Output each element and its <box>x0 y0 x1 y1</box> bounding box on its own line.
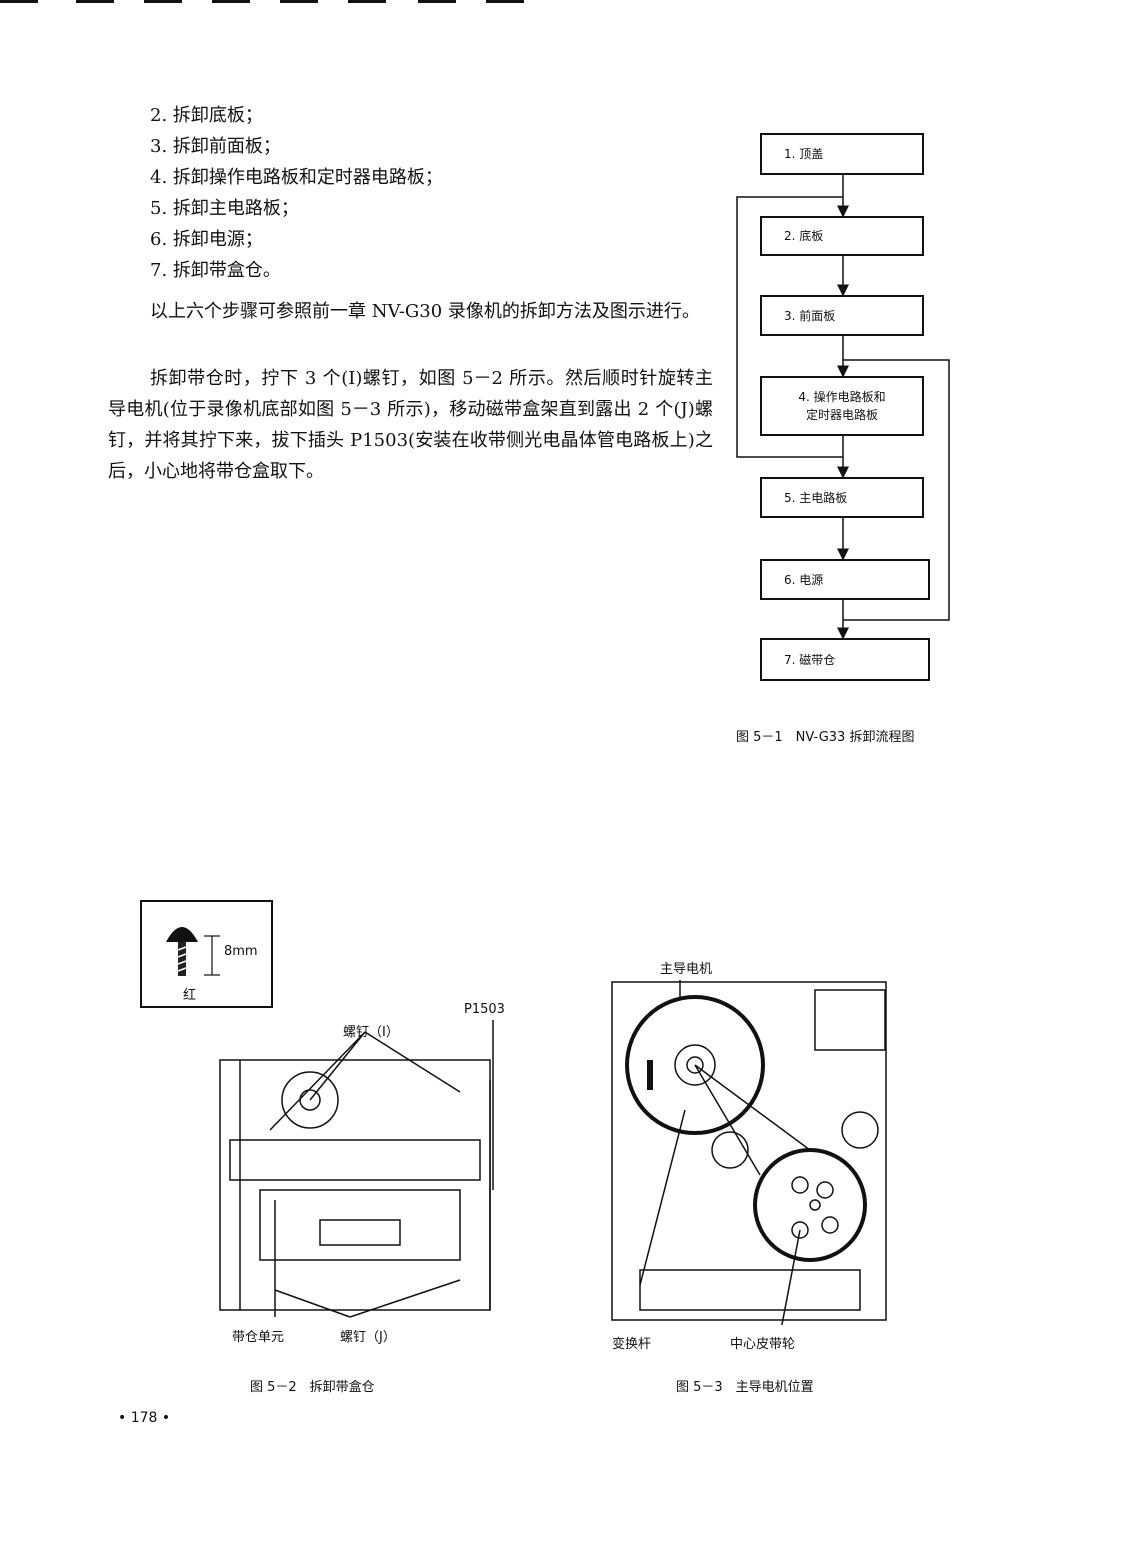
step-list: 2. 拆卸底板； 3. 拆卸前面板； 4. 拆卸操作电路板和定时器电路板； 5.… <box>150 100 443 286</box>
screw-i-label: 螺钉（I） <box>343 1025 399 1040</box>
flow-box-control-boards: 4. 操作电路板和 定时器电路板 <box>760 376 924 436</box>
screw-color-label: 红 <box>183 988 197 1003</box>
paragraph-reference: 以上六个步骤可参照前一章 NV-G30 录像机的拆卸方法及图示进行。 <box>150 301 700 322</box>
top-scan-marks <box>0 0 530 4</box>
screw-j-label: 螺钉（J） <box>340 1330 396 1345</box>
step-item: 3. 拆卸前面板； <box>150 136 281 157</box>
step-item: 5. 拆卸主电路板； <box>150 198 299 219</box>
screw-icon <box>166 927 220 976</box>
capstan-motor-drawing <box>611 980 887 1325</box>
step-item: 7. 拆卸带盒仓。 <box>150 260 281 281</box>
flow-box-control-line2: 定时器电路板 <box>805 408 878 422</box>
flow-box-front-panel: 3. 前面板 <box>760 295 924 336</box>
figure-5-3-caption: 图 5－3 主导电机位置 <box>676 1380 814 1395</box>
page-number: • 178 • <box>118 1410 171 1426</box>
flow-box-control-line1: 4. 操作电路板和 <box>798 390 886 404</box>
figure-5-2-caption: 图 5－2 拆卸带盒仓 <box>250 1380 375 1395</box>
step-item: 2. 拆卸底板； <box>150 105 263 126</box>
flow-box-power: 6. 电源 <box>760 559 930 600</box>
capstan-motor-label: 主导电机 <box>660 962 713 977</box>
cassette-bay-drawing <box>219 1020 494 1318</box>
screw-size-label: 8mm <box>224 944 258 959</box>
step-item: 6. 拆卸电源； <box>150 229 263 250</box>
p1503-label: P1503 <box>464 1002 505 1017</box>
paragraph-procedure: 拆卸带仓时，拧下 3 个(I)螺钉，如图 5－2 所示。然后顺时针旋转主导电机(… <box>108 368 713 482</box>
flow-box-bottom-plate: 2. 底板 <box>760 216 924 256</box>
screw-inset <box>140 900 273 1008</box>
figure-5-1-caption: 图 5－1 NV-G33 拆卸流程图 <box>736 730 915 745</box>
flow-box-cassette-bay: 7. 磁带仓 <box>760 638 930 681</box>
step-item: 4. 拆卸操作电路板和定时器电路板； <box>150 167 443 188</box>
switch-lever-label: 变换杆 <box>612 1337 652 1352</box>
flow-box-top-cover: 1. 顶盖 <box>760 133 924 175</box>
cassette-unit-label: 带仓单元 <box>232 1330 285 1345</box>
flowchart-connectors <box>736 175 950 640</box>
center-pulley-label: 中心皮带轮 <box>730 1337 796 1352</box>
flow-box-main-board: 5. 主电路板 <box>760 477 924 518</box>
